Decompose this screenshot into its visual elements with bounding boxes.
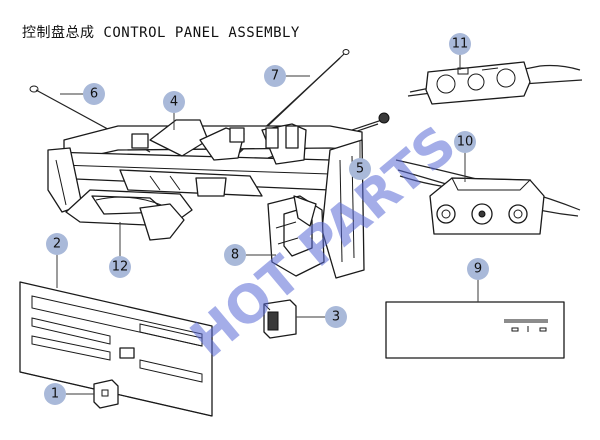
callout-number: 5 bbox=[356, 162, 364, 177]
callout-8: 8 bbox=[224, 244, 276, 266]
callout-10: 10 bbox=[454, 131, 476, 182]
callout-3: 3 bbox=[296, 306, 347, 328]
callout-number: 7 bbox=[271, 69, 279, 84]
callout-number: 1 bbox=[51, 387, 59, 402]
callout-number: 12 bbox=[112, 260, 129, 275]
callout-1: 1 bbox=[44, 383, 94, 405]
callout-5: 5 bbox=[349, 140, 371, 180]
callout-9: 9 bbox=[467, 258, 489, 302]
front-bezel bbox=[19, 281, 213, 417]
assembled-unit bbox=[395, 159, 581, 235]
callout-number: 9 bbox=[474, 262, 482, 277]
callout-number: 6 bbox=[90, 87, 98, 102]
mount-bracket bbox=[267, 195, 325, 277]
control-unit-rear bbox=[407, 61, 583, 105]
panel-housing bbox=[47, 119, 365, 279]
cap bbox=[263, 299, 297, 339]
callout-number: 11 bbox=[452, 37, 469, 52]
callout-7: 7 bbox=[264, 65, 310, 87]
callout-12: 12 bbox=[109, 222, 131, 278]
knob bbox=[93, 379, 119, 409]
diagram-title: 控制盘总成 CONTROL PANEL ASSEMBLY bbox=[22, 25, 300, 41]
callout-number: 8 bbox=[231, 248, 239, 263]
callout-number: 10 bbox=[457, 135, 474, 150]
display-plate bbox=[385, 301, 565, 359]
callout-2: 2 bbox=[46, 233, 68, 288]
callout-11: 11 bbox=[449, 33, 471, 70]
callout-6: 6 bbox=[60, 83, 105, 105]
callout-number: 2 bbox=[53, 237, 61, 252]
callout-number: 4 bbox=[170, 95, 178, 110]
lower-frame bbox=[65, 189, 193, 241]
callout-number: 3 bbox=[332, 310, 340, 325]
callout-4: 4 bbox=[163, 91, 185, 130]
